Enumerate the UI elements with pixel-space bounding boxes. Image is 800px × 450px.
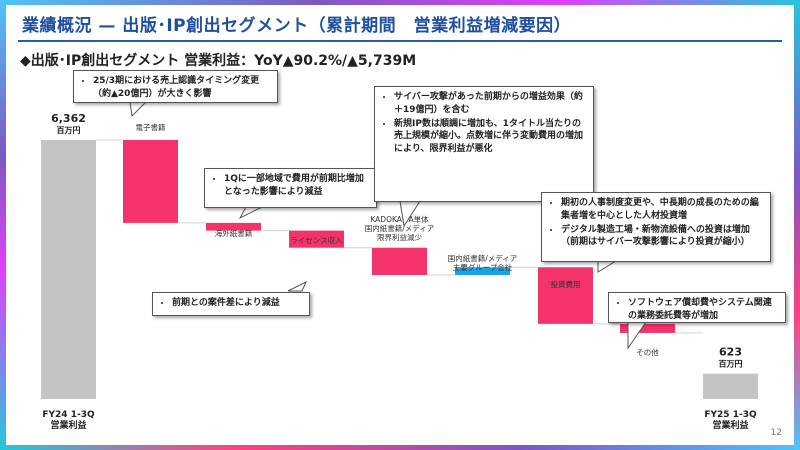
category-label: 投資費用: [551, 279, 581, 289]
data-label: 百万円: [719, 360, 743, 369]
category-label: 国内紙書籍/メディア: [448, 253, 518, 263]
waterfall-bar: [372, 247, 427, 275]
decorative-border-left: [0, 0, 6, 450]
waterfall-bar: [206, 222, 261, 231]
callout-c5-item: 期初の人事制度変更や、中長期の成長のための編集者増を中心とした人材投資増: [561, 197, 763, 223]
waterfall-bar: [289, 230, 344, 248]
callout-c3-item: 前期との案件差により減益: [172, 297, 302, 310]
category-label: 限界利益減少: [377, 232, 422, 242]
category-label: ライセンス収入: [290, 236, 343, 245]
callout-c6: ソフトウェア償却費やシステム関連の業務委託費等が増加: [608, 292, 786, 323]
page-number: 12: [770, 428, 782, 438]
callout-c2-item: 1Qに一部地域で費用が前期比増加となった影響により減益: [224, 173, 369, 199]
callout-c1-tail: [129, 101, 148, 118]
category-label: KADOKAWA単体: [370, 214, 429, 224]
waterfall-bar: [123, 140, 178, 223]
category-label: FY25 1-3Q: [704, 410, 757, 420]
decorative-border-bottom: [0, 445, 800, 450]
callout-c2-tail: [238, 206, 263, 220]
category-label: 主要グループ会社: [453, 262, 513, 272]
decorative-border-right: [794, 0, 800, 450]
category-label: FY24 1-3Q: [42, 410, 95, 420]
callout-c4-item: 新規IP数は順調に増加も、1タイトル当たりの売上規模が縮小。点数増に伴う変動費用…: [394, 118, 586, 156]
waterfall-bar: [455, 267, 510, 275]
data-label: 6,362: [51, 112, 86, 125]
data-label: 623: [719, 346, 742, 359]
callout-c3-tail: [287, 280, 308, 292]
decorative-border-top: [0, 0, 800, 5]
callout-c1-item: 25/3期における売上認識タイミング変更（約▲20億円）が大きく影響: [93, 75, 270, 101]
waterfall-bar: [41, 140, 96, 399]
callout-c6-item: ソフトウェア償却費やシステム関連の業務委託費等が増加: [628, 297, 778, 323]
category-label: 営業利益: [712, 419, 748, 431]
callout-c4-tail: [399, 200, 421, 228]
callout-c5: 期初の人事制度変更や、中長期の成長のための編集者増を中心とした人材投資増 デジタ…: [541, 192, 771, 262]
data-label: 百万円: [57, 126, 81, 135]
callout-c3: 前期との案件差により減益: [152, 292, 310, 316]
callout-c4-item: サイバー攻撃があった前期からの増益効果（約＋19億円）を含む: [394, 91, 586, 117]
callout-c5-item: デジタル製造工場・新物流設備への投資は増加（前期はサイバー攻撃影響により投資が縮…: [561, 224, 763, 250]
category-label: 電子書籍: [136, 122, 166, 132]
title-divider: [18, 40, 782, 42]
callout-c5-tail: [597, 260, 618, 273]
category-label: その他: [636, 347, 659, 357]
callout-c2: 1Qに一部地域で費用が前期比増加となった影響により減益: [204, 168, 377, 208]
category-label: 国内紙書籍/メディア: [365, 223, 435, 233]
waterfall-bar: [620, 323, 675, 333]
waterfall-bar: [703, 373, 758, 399]
callout-c4: サイバー攻撃があった前期からの増益効果（約＋19億円）を含む 新規IP数は順調に…: [374, 86, 594, 202]
slide-subtitle: ◆出版･IP創出セグメント 営業利益：YoY▲90.2%/▲5,739M: [20, 53, 417, 69]
category-label: 営業利益: [50, 419, 86, 431]
callout-c1: 25/3期における売上認識タイミング変更（約▲20億円）が大きく影響: [73, 70, 278, 103]
category-label: 海外紙書籍: [215, 228, 253, 238]
waterfall-bar: [538, 267, 593, 324]
callout-c6-tail: [627, 321, 647, 350]
slide-title: 業績概況 — 出版･IP創出セグメント（累計期間 営業利益増減要因）: [22, 16, 572, 36]
